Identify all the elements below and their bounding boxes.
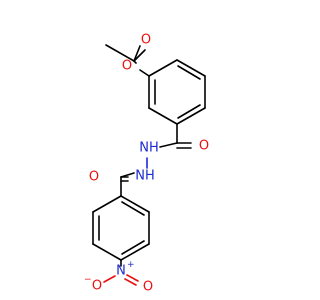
molecule-diagram: O O O NH NH O N + O − O xyxy=(84,33,209,295)
bond-acyl-oxygen xyxy=(133,60,137,64)
bond-ring2-f xyxy=(92,195,122,213)
bond-ring2-d xyxy=(92,243,122,261)
bond-ring1-b-inner xyxy=(177,65,201,80)
atom-o-nitro-left: O xyxy=(92,279,102,294)
charge-nitro-o-left: − xyxy=(84,275,92,285)
bond-oxygen-ring xyxy=(139,69,150,77)
bond-ring2-a xyxy=(120,195,150,213)
bond-carbonyl-c-o-left xyxy=(133,45,141,62)
bond-nitro-o-right-a xyxy=(126,274,139,282)
bond-nitro-o-right-b xyxy=(124,278,137,286)
bond-methyl xyxy=(105,44,135,62)
atom-o-amide-lower: O xyxy=(89,170,99,185)
atom-n-nitro: N xyxy=(116,264,126,279)
atom-o-ester-carbonyl: O xyxy=(141,33,151,48)
atom-o-ester-link: O xyxy=(122,59,132,74)
bond-ring1-b xyxy=(176,59,206,77)
structure-canvas: O O O NH NH O N + O − O xyxy=(84,33,209,295)
bond-ring2-c xyxy=(120,243,150,261)
atom-nh-upper: NH xyxy=(139,141,159,156)
bond-ring1-d-inner xyxy=(177,104,201,119)
bond-carbonyl-c-o-right xyxy=(133,49,146,62)
atom-o-nitro-right: O xyxy=(143,280,153,295)
atom-nh-lower: NH xyxy=(135,169,155,184)
bond-ring2-c-inner xyxy=(121,240,145,255)
bond-ring1-e xyxy=(148,107,178,125)
bond-ring2-a-inner xyxy=(121,201,145,216)
bond-amide1-cn xyxy=(159,142,178,148)
charge-nitro-n: + xyxy=(127,260,135,270)
bond-ring1-d xyxy=(176,107,206,125)
bond-ring1-a xyxy=(148,59,178,77)
atom-o-amide-upper: O xyxy=(199,139,209,154)
bond-nitro-o-left xyxy=(103,275,116,283)
